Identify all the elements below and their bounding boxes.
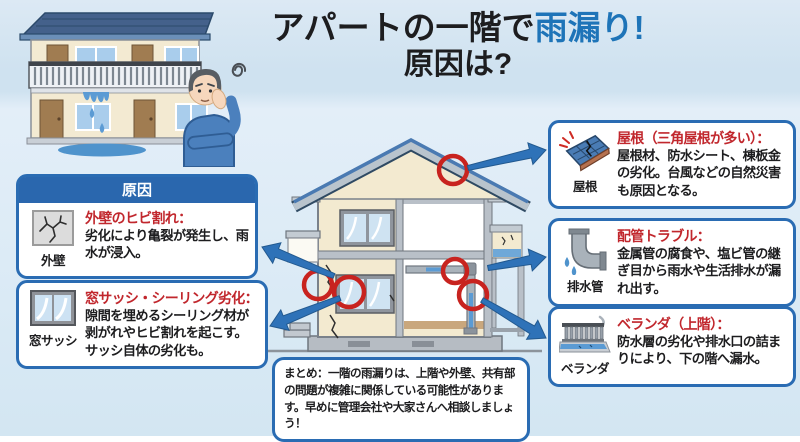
veranda-icon xyxy=(559,315,611,353)
arrow-to-sash-box xyxy=(269,295,342,331)
summary-box: まとめ：一階の雨漏りは、上階や外壁、共有部の問題が複雑に関係している可能性があり… xyxy=(272,357,530,442)
apartment-illustration xyxy=(19,12,215,157)
window-1f xyxy=(335,274,395,314)
roof-icon xyxy=(559,131,610,172)
window-sash-icon xyxy=(30,290,76,326)
icon-label-wall: 外壁 xyxy=(40,254,66,268)
arrow-to-veranda-box xyxy=(480,297,547,340)
icon-label-veranda: ベランダ xyxy=(560,362,610,376)
callout-body-pipe: 金属管の腐食や、塩ビ管の継ぎ目から雨水や生活排水が漏れ出す。 xyxy=(617,246,781,296)
circle-pipe-joint xyxy=(440,256,470,286)
apartment-roof xyxy=(21,12,215,36)
apartment-balcony-railing xyxy=(28,61,202,89)
arrow-to-wall-box xyxy=(261,242,336,279)
water-leak xyxy=(58,92,146,157)
summary-text: まとめ：一階の雨漏りは、上階や外壁、共有部の問題が複雑に関係している可能性があり… xyxy=(284,367,515,431)
icon-label-sash: 窓サッシ xyxy=(28,334,78,348)
callout-veranda: ベランダ ベランダ（上階）： 防水層の劣化や排水口の詰まりにより、下の階へ漏水。 xyxy=(548,306,796,387)
house-roof xyxy=(291,138,531,213)
callout-heading-roof: 屋根（三角屋根が多い）： xyxy=(617,130,770,146)
callout-heading-pipe: 配管トラブル： xyxy=(617,228,711,244)
circle-roof-leak xyxy=(436,153,470,187)
callout-heading-sash: 窓サッシ・シーリング劣化： xyxy=(85,290,259,306)
callout-body-veranda: 防水層の劣化や排水口の詰まりにより、下の階へ漏水。 xyxy=(617,334,781,367)
wall-crack-icon xyxy=(32,210,74,246)
callout-heading-veranda: ベランダ（上階）： xyxy=(617,316,730,332)
arrow-to-roof-box xyxy=(466,142,547,171)
callout-pipe: 排水管 配管トラブル： 金属管の腐食や、塩ビ管の継ぎ目から雨水や生活排水が漏れ出… xyxy=(548,218,796,307)
cause-header: 原因 xyxy=(19,177,255,203)
callout-heading-wall: 外壁のヒビ割れ： xyxy=(85,210,192,226)
problem-circles xyxy=(301,153,490,312)
title-line1: アパートの一階で雨漏り! xyxy=(271,9,645,46)
icon-label-roof: 屋根 xyxy=(572,180,598,194)
callout-body-wall: 劣化により亀裂が発生し、雨水が浸入。 xyxy=(85,228,249,261)
drain-pipe-icon xyxy=(564,228,607,275)
circle-pipe-elbow xyxy=(456,278,490,312)
title-highlight: 雨漏り! xyxy=(534,9,645,46)
right-balcony xyxy=(489,224,525,337)
callout-body-roof: 屋根材、防水シート、棟板金の劣化。台風などの自然災害も原因となる。 xyxy=(617,148,781,198)
callout-wall-crack: 原因 外壁 外壁のヒビ割れ： 劣化により亀裂が発生し、雨水が浸入。 xyxy=(16,174,258,279)
page-title: アパートの一階で雨漏り! 原因は? xyxy=(232,8,684,82)
interior-pipes xyxy=(405,262,478,335)
arrow-to-pipe-box xyxy=(486,248,547,272)
wall-cracks xyxy=(325,264,395,339)
callout-body-sash: 隙間を埋めるシーリング材が剥がれやヒビ割れを起こす。サッシ自体の劣化も。 xyxy=(85,308,249,358)
window-2f xyxy=(339,209,395,247)
icon-label-pipe: 排水管 xyxy=(566,280,604,294)
circle-wall-crack xyxy=(301,268,335,302)
callout-roof: 屋根 屋根（三角屋根が多い）： 屋根材、防水シート、棟板金の劣化。台風などの自然… xyxy=(548,120,796,209)
callout-window-sash: 窓サッシ 窓サッシ・シーリング劣化： 隙間を埋めるシーリング材が剥がれやヒビ割れ… xyxy=(16,280,268,369)
title-line2: 原因は? xyxy=(403,47,513,81)
circle-window-sash xyxy=(331,274,367,310)
house-cross-section-illustration xyxy=(268,138,542,353)
